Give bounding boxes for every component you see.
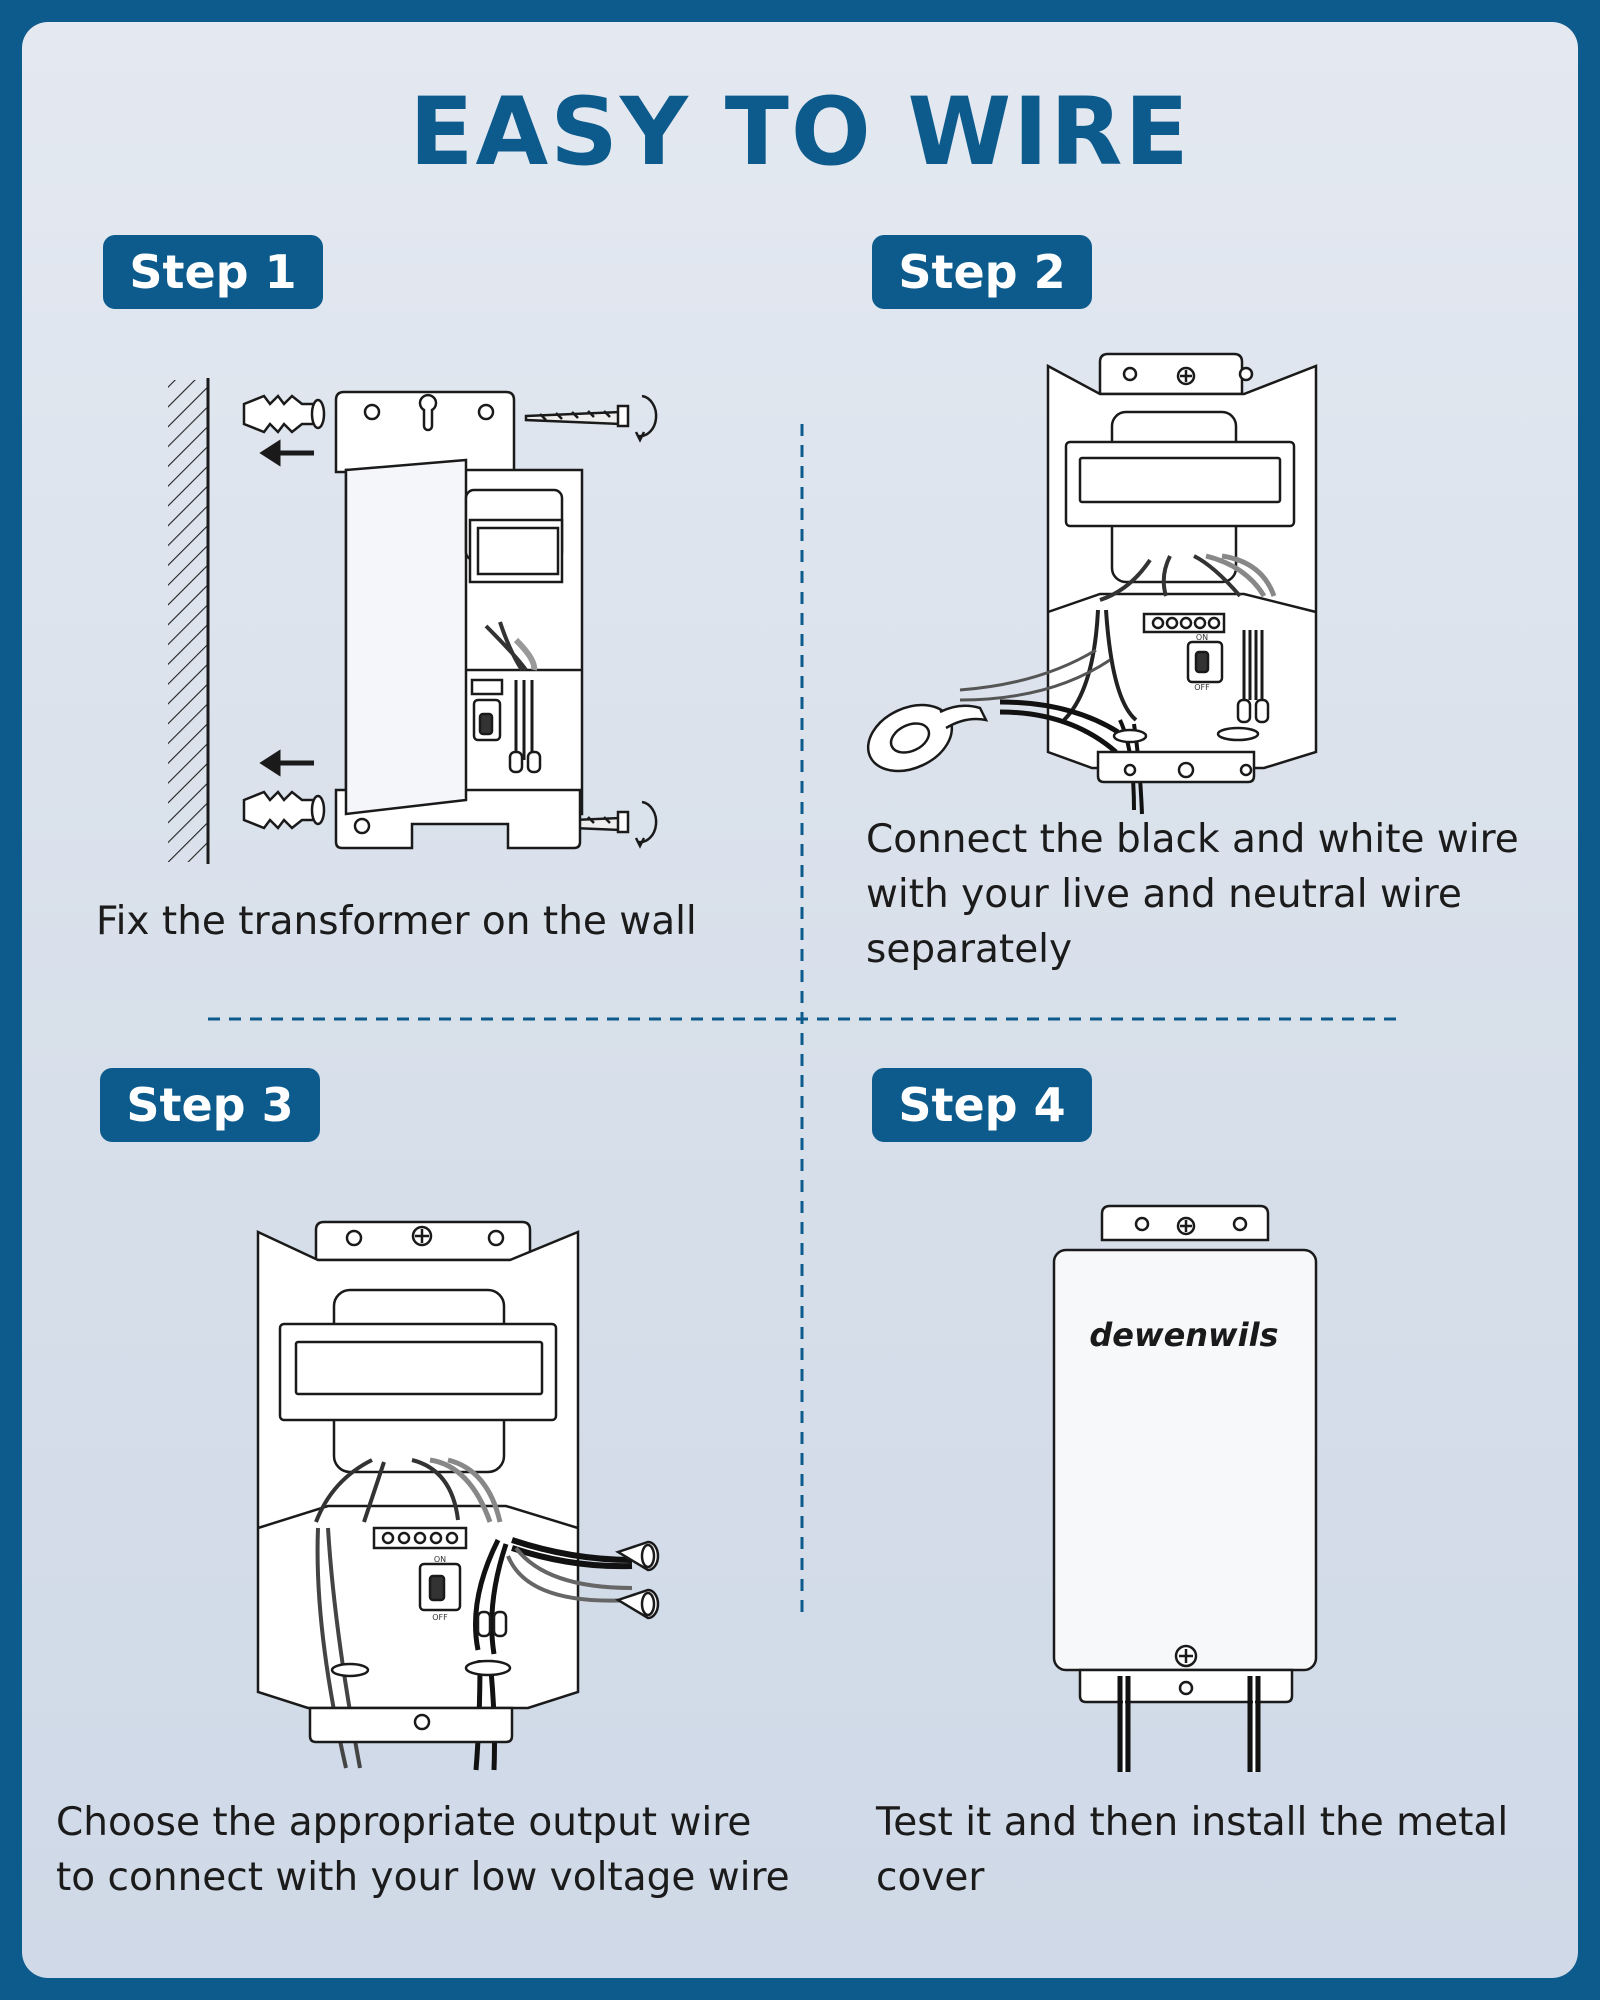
page-title: EASY TO WIRE: [409, 78, 1191, 187]
transformer-side-view: [334, 390, 584, 850]
step-1-illustration: [168, 378, 658, 864]
step-4-caption-line-1: Test it and then install the metal: [876, 1800, 1509, 1845]
brand-logo: dewenwils: [1089, 1316, 1278, 1354]
step-4-illustration: dewenwils: [1052, 1204, 1318, 1772]
step-2-caption: Connect the black and white wire with yo…: [866, 812, 1519, 977]
step-2-badge: Step 2: [872, 235, 1092, 309]
metal-cover: [1052, 1248, 1318, 1672]
step-4-caption: Test it and then install the metal cover: [876, 1795, 1508, 1905]
arrow-left-bottom-icon: [259, 749, 314, 777]
mounting-tab-top: [1098, 352, 1244, 396]
step-2-illustration: ON OFF: [866, 352, 1318, 815]
step-1-caption: Fix the transformer on the wall: [96, 894, 697, 949]
step-2-caption-line-1: Connect the black and white wire: [866, 817, 1519, 862]
step-2-caption-line-3: separately: [866, 927, 1073, 972]
step-3-badge: Step 3: [100, 1068, 320, 1142]
wall-hatching: [168, 380, 208, 862]
step-3-caption-line-2: to connect with your low voltage wire: [56, 1855, 790, 1900]
step-3-illustration: ON OFF: [256, 1220, 660, 1771]
electrical-tape-icon: [866, 703, 989, 773]
step-4-caption-line-2: cover: [876, 1855, 985, 1900]
step-1-badge: Step 1: [103, 235, 323, 309]
step-4-badge: Step 4: [872, 1068, 1092, 1142]
arrow-left-top-icon: [259, 439, 314, 467]
step-2-switch-on-label: ON: [1196, 633, 1208, 642]
step-3-switch-off-label: OFF: [432, 1613, 448, 1622]
step-3-caption-line-1: Choose the appropriate output wire: [56, 1800, 752, 1845]
step-3-caption: Choose the appropriate output wire to co…: [56, 1795, 790, 1905]
wall-anchor-bottom-icon: [242, 790, 326, 830]
step-2-switch-off-label: OFF: [1194, 683, 1210, 692]
screw-top-icon: [524, 394, 658, 443]
step-2-caption-line-2: with your live and neutral wire: [866, 872, 1462, 917]
step-1-caption-line-1: Fix the transformer on the wall: [96, 899, 697, 944]
wall-anchor-top-icon: [242, 394, 326, 434]
step-3-switch-on-label: ON: [434, 1555, 446, 1564]
wire-connector-1-icon: [615, 1540, 660, 1572]
wire-connector-2-icon: [615, 1588, 660, 1620]
